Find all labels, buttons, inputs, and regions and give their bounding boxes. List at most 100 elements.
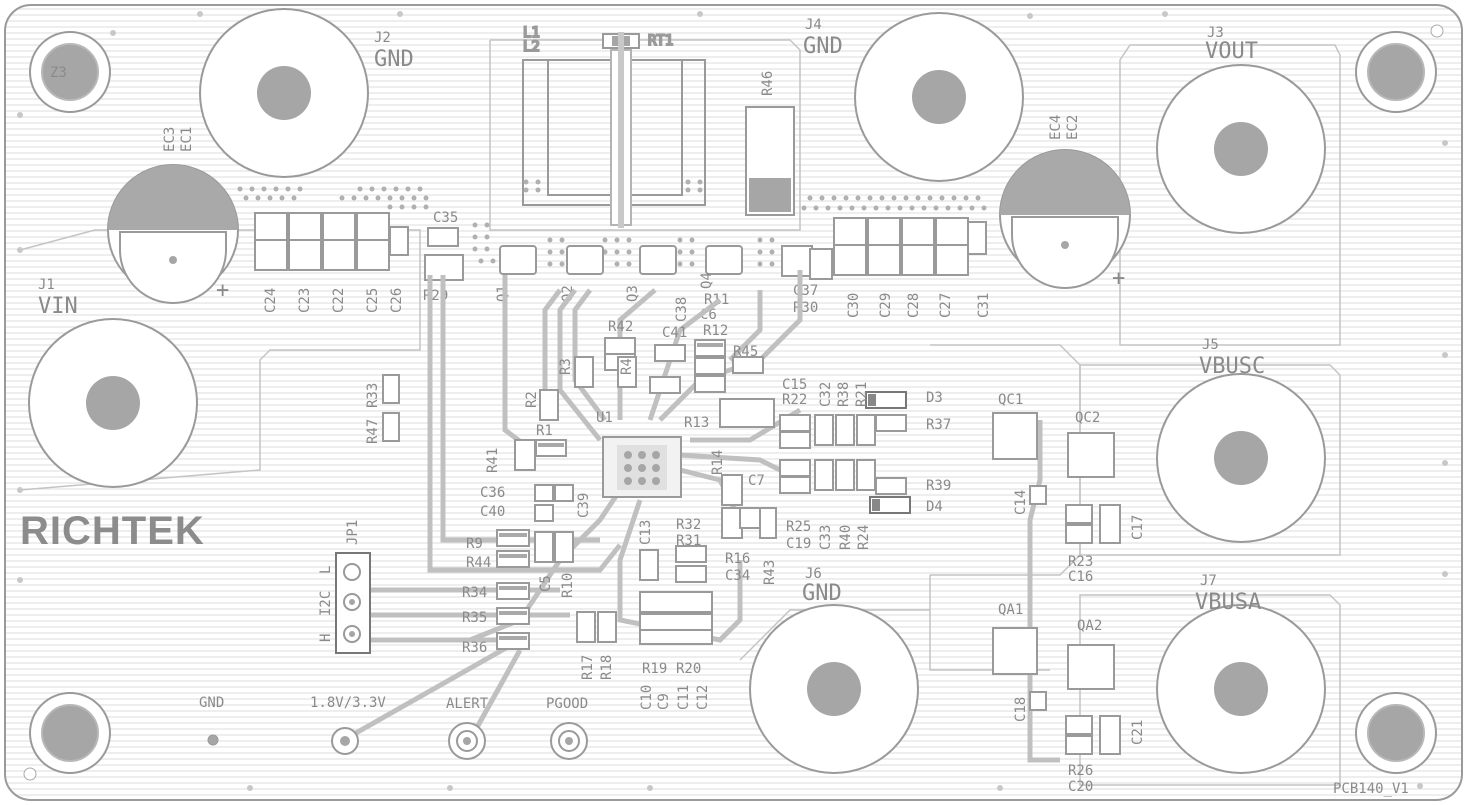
connector-name: GND (803, 34, 843, 59)
jumper-jp1[interactable]: JP1 L I2C H (318, 520, 371, 654)
edge-vias (17, 11, 1448, 791)
connector-name: VIN (38, 294, 78, 319)
resistor-r46: R46 (745, 71, 795, 216)
ref-label: R38 (836, 382, 852, 407)
test-point-io-voltage[interactable]: 1.8V/3.3V (310, 695, 386, 755)
ref-label: L1 (523, 25, 540, 41)
power-switches (992, 412, 1121, 755)
cap-label: EC1 (179, 127, 195, 152)
ref-label: R43 (762, 560, 778, 585)
ref-label: L2 (523, 39, 540, 55)
ref-label: R16 (725, 551, 750, 567)
ref-label: R47 (365, 419, 381, 444)
ref-label: RT1 (648, 33, 673, 49)
ref-label: R10 (560, 573, 576, 598)
test-point-gnd[interactable]: GND (199, 695, 224, 746)
ref-label: R26 (1068, 763, 1093, 779)
ref-label: C18 (1013, 697, 1029, 722)
polarity-mark: + (1112, 266, 1125, 291)
ref-label: R36 (462, 640, 487, 656)
connector-name: GND (374, 47, 414, 72)
ref-label: C12 (695, 685, 711, 710)
mounting-hole (29, 692, 111, 774)
ref-label: R37 (926, 417, 951, 433)
jumper-h-label: H (318, 634, 334, 642)
inductor-l1-l2: L1 L2 RT1 (522, 24, 706, 226)
mounting-hole (1355, 692, 1437, 774)
connector-ref: J7 (1200, 573, 1217, 589)
test-point-label: GND (199, 695, 224, 711)
connector-j2-gnd: J2 GND (199, 8, 414, 178)
connector-j1-vin: J1 VIN (28, 277, 198, 488)
ref-label: R39 (926, 478, 951, 494)
ref-label: R21 (854, 382, 870, 407)
connector-ref: J6 (805, 566, 822, 582)
cap-label: EC4 (1048, 115, 1064, 140)
mount-label: Z3 (50, 65, 67, 81)
ref-label: C22 (331, 288, 347, 313)
ref-label: C36 (480, 485, 505, 501)
ref-label: R13 (684, 415, 709, 431)
ref-label: R44 (466, 555, 491, 571)
ref-label: C27 (938, 293, 954, 318)
electrolytic-capacitor-ec1: EC3 EC1 + (107, 127, 239, 304)
ref-label: C16 (1068, 569, 1093, 585)
ref-label: C10 (639, 685, 655, 710)
ref-label: C13 (638, 520, 654, 545)
via-field (237, 179, 987, 267)
ref-label: R42 (608, 319, 633, 335)
ref-label: QA2 (1077, 618, 1102, 634)
mounting-hole: Z3 (29, 31, 111, 113)
ref-label: D3 (926, 390, 943, 406)
ref-label: R34 (462, 585, 487, 601)
connector-name: VBUSC (1199, 354, 1265, 379)
cap-label: EC3 (162, 127, 178, 152)
ref-label: R2 (524, 391, 540, 408)
ref-label: JP1 (345, 520, 361, 545)
ref-label: C28 (906, 293, 922, 318)
brand-logo: RICHTEK (20, 509, 205, 553)
test-point-pgood[interactable]: PGOOD (546, 696, 588, 760)
ref-label: C41 (662, 325, 687, 341)
ref-label: C25 (365, 288, 381, 313)
ref-label: R32 (676, 517, 701, 533)
ref-label: C5 (538, 575, 554, 592)
ref-label: R12 (703, 323, 728, 339)
ref-label: R25 (786, 519, 811, 535)
ref-label: Q3 (625, 285, 641, 302)
ref-label: R31 (676, 533, 701, 549)
ref-label: C11 (676, 685, 692, 710)
ref-label: C29 (878, 293, 894, 318)
ref-label: R33 (365, 383, 381, 408)
ref-label: R46 (760, 71, 776, 96)
ref-label: D4 (926, 499, 943, 515)
connector-j4-gnd: J4 GND (803, 12, 1024, 182)
ref-label: U1 (596, 410, 613, 426)
connector-ref: J2 (374, 30, 391, 46)
ref-label: R17 (580, 655, 596, 680)
connector-j5-vbusc: J5 VBUSC (1156, 337, 1326, 543)
connector-name: VBUSA (1195, 590, 1261, 615)
pad-fills (499, 343, 723, 640)
diode-d3 (865, 391, 907, 409)
ref-label: C15 (782, 377, 807, 393)
capacitor-bank-input (254, 212, 464, 281)
ref-label: R3 (558, 358, 574, 375)
ref-label: C14 (1013, 490, 1029, 515)
connector-ref: J1 (38, 277, 55, 293)
test-point-label: PGOOD (546, 696, 588, 712)
ref-label: QC2 (1075, 410, 1100, 426)
ref-label: C38 (674, 297, 690, 322)
test-point-label: ALERT (446, 696, 489, 712)
connector-j3-vout: J3 VOUT (1156, 25, 1326, 234)
ref-label: Q4 (699, 272, 715, 289)
jumper-l-label: L (318, 566, 334, 574)
thermal-copper (618, 32, 624, 228)
ref-label: QA1 (998, 602, 1023, 618)
capacitor-bank-output (833, 217, 987, 276)
ref-label: R45 (733, 344, 758, 360)
connector-j6-gnd: J6 GND (749, 566, 919, 774)
connector-name: VOUT (1205, 39, 1258, 64)
test-point-alert[interactable]: ALERT (446, 696, 489, 760)
